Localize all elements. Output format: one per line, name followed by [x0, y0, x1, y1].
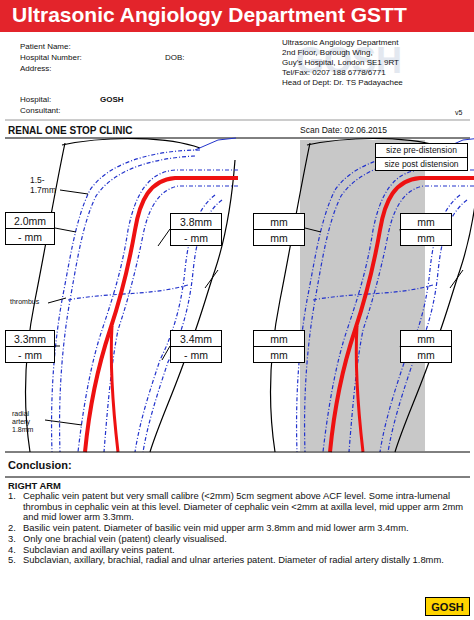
- box-text: 3.3mm: [6, 331, 54, 347]
- item-text: Subclavian, axillary, brachial, radial a…: [23, 555, 466, 566]
- subheading: RIGHT ARM: [8, 481, 61, 492]
- list-item: 1.Cephalic vein patent but very small ca…: [8, 491, 466, 523]
- clinic-name: RENAL ONE STOP CLINIC: [8, 125, 132, 137]
- box-text: 3.8mm: [171, 214, 221, 230]
- right-arm: [270, 138, 474, 452]
- leader-lines: [45, 190, 407, 425]
- item-text: Subclavian and axillary veins patent.: [23, 545, 466, 556]
- box-text: - mm: [6, 347, 54, 362]
- box-text: mm: [401, 347, 451, 362]
- callout-label: radial artery 1.8mm: [12, 410, 46, 434]
- item-number: 5.: [8, 555, 23, 566]
- right-arm-frame: [270, 138, 474, 452]
- scan-date: Scan Date: 02.06.2015: [300, 126, 387, 136]
- title-bar: [0, 0, 474, 32]
- measurement-box: 3.4mm- mm: [170, 330, 222, 363]
- item-number: 2.: [8, 523, 23, 534]
- measurement-box: mmmm: [400, 330, 452, 363]
- field-label: Patient Name:: [20, 42, 71, 51]
- box-text: mm: [254, 230, 304, 245]
- item-number: 3.: [8, 534, 23, 545]
- item-text: Basilic vein patent. Diameter of basilic…: [23, 523, 466, 534]
- box-text: - mm: [171, 347, 221, 362]
- list-item: 5.Subclavian, axillary, brachial, radial…: [8, 555, 466, 566]
- leader-line: [60, 190, 88, 194]
- box-text: size pre-distension: [376, 144, 467, 158]
- leader-line: [48, 298, 66, 303]
- address-line: Tel/Fax: 0207 188 6778/6771: [282, 68, 386, 77]
- version-tag: v5: [455, 109, 462, 117]
- logo-box: GOSH: [425, 597, 470, 616]
- field-label: DOB:: [165, 53, 185, 62]
- box-text: mm: [254, 347, 304, 362]
- address-line: 2nd Floor, Borough Wing,: [282, 48, 373, 57]
- list-item: 2.Basilic vein patent. Diameter of basil…: [8, 523, 466, 534]
- leader-line: [55, 228, 76, 232]
- measurement-box: mmmm: [253, 330, 305, 363]
- item-number: 4.: [8, 545, 23, 556]
- measurement-box: 3.3mm- mm: [5, 330, 55, 363]
- field-label: Hospital Number:: [20, 53, 82, 62]
- divider-line: [5, 138, 470, 139]
- field-label: Address:: [20, 64, 52, 73]
- measurement-box: mmmm: [253, 213, 305, 246]
- measurement-box: mmmm: [400, 213, 452, 246]
- box-text: 2.0mm: [6, 213, 54, 229]
- leader-line: [158, 229, 170, 246]
- field-label: Consultant:: [20, 106, 60, 115]
- shaded-band: [300, 140, 425, 451]
- box-text: size post distension: [376, 158, 467, 171]
- field-value: GOSH: [100, 95, 124, 104]
- box-text: mm: [401, 230, 451, 245]
- divider-line: [5, 452, 470, 453]
- callout-label: thrombus: [10, 298, 39, 306]
- address-line: Ultrasonic Angiology Department: [282, 38, 399, 47]
- box-text: mm: [401, 331, 451, 347]
- box-text: - mm: [171, 230, 221, 245]
- section-heading: Conclusion:: [8, 459, 72, 472]
- field-label: Hospital:: [20, 95, 51, 104]
- divider-line: [5, 120, 470, 121]
- box-text: mm: [254, 214, 304, 230]
- leader-line: [305, 228, 321, 232]
- list-item: 3.Only one brachial vein (patent) clearl…: [8, 534, 466, 545]
- measurement-box: 2.0mm- mm: [5, 212, 55, 245]
- address-line: Guy's Hospital, London SE1 9RT: [282, 58, 399, 67]
- left-arm: [25, 138, 238, 452]
- item-text: Only one brachial vein (patent) clearly …: [23, 534, 466, 545]
- box-text: mm: [401, 214, 451, 230]
- item-text: Cephalic vein patent but very small cali…: [23, 491, 466, 523]
- page-title: Ultrasonic Angiology Department GSTT: [12, 3, 472, 27]
- box-text: mm: [254, 331, 304, 347]
- leader-line: [55, 346, 60, 347]
- leader-line: [162, 346, 170, 360]
- measurement-box: 3.8mm- mm: [170, 213, 222, 246]
- legend-key-box: size pre-distensionsize post distension: [375, 143, 468, 171]
- box-text: GOSH: [426, 598, 469, 615]
- list-item: 4.Subclavian and axillary veins patent.: [8, 545, 466, 556]
- conclusion-list: 1.Cephalic vein patent but very small ca…: [8, 491, 466, 566]
- item-number: 1.: [8, 491, 23, 523]
- address-line: Head of Dept: Dr. TS Padayachee: [282, 78, 403, 87]
- box-text: 3.4mm: [171, 331, 221, 347]
- dimension-label: 1.5- 1.7mm: [30, 176, 62, 196]
- divider-line: [5, 477, 470, 478]
- leader-line: [45, 420, 82, 425]
- box-text: - mm: [6, 229, 54, 244]
